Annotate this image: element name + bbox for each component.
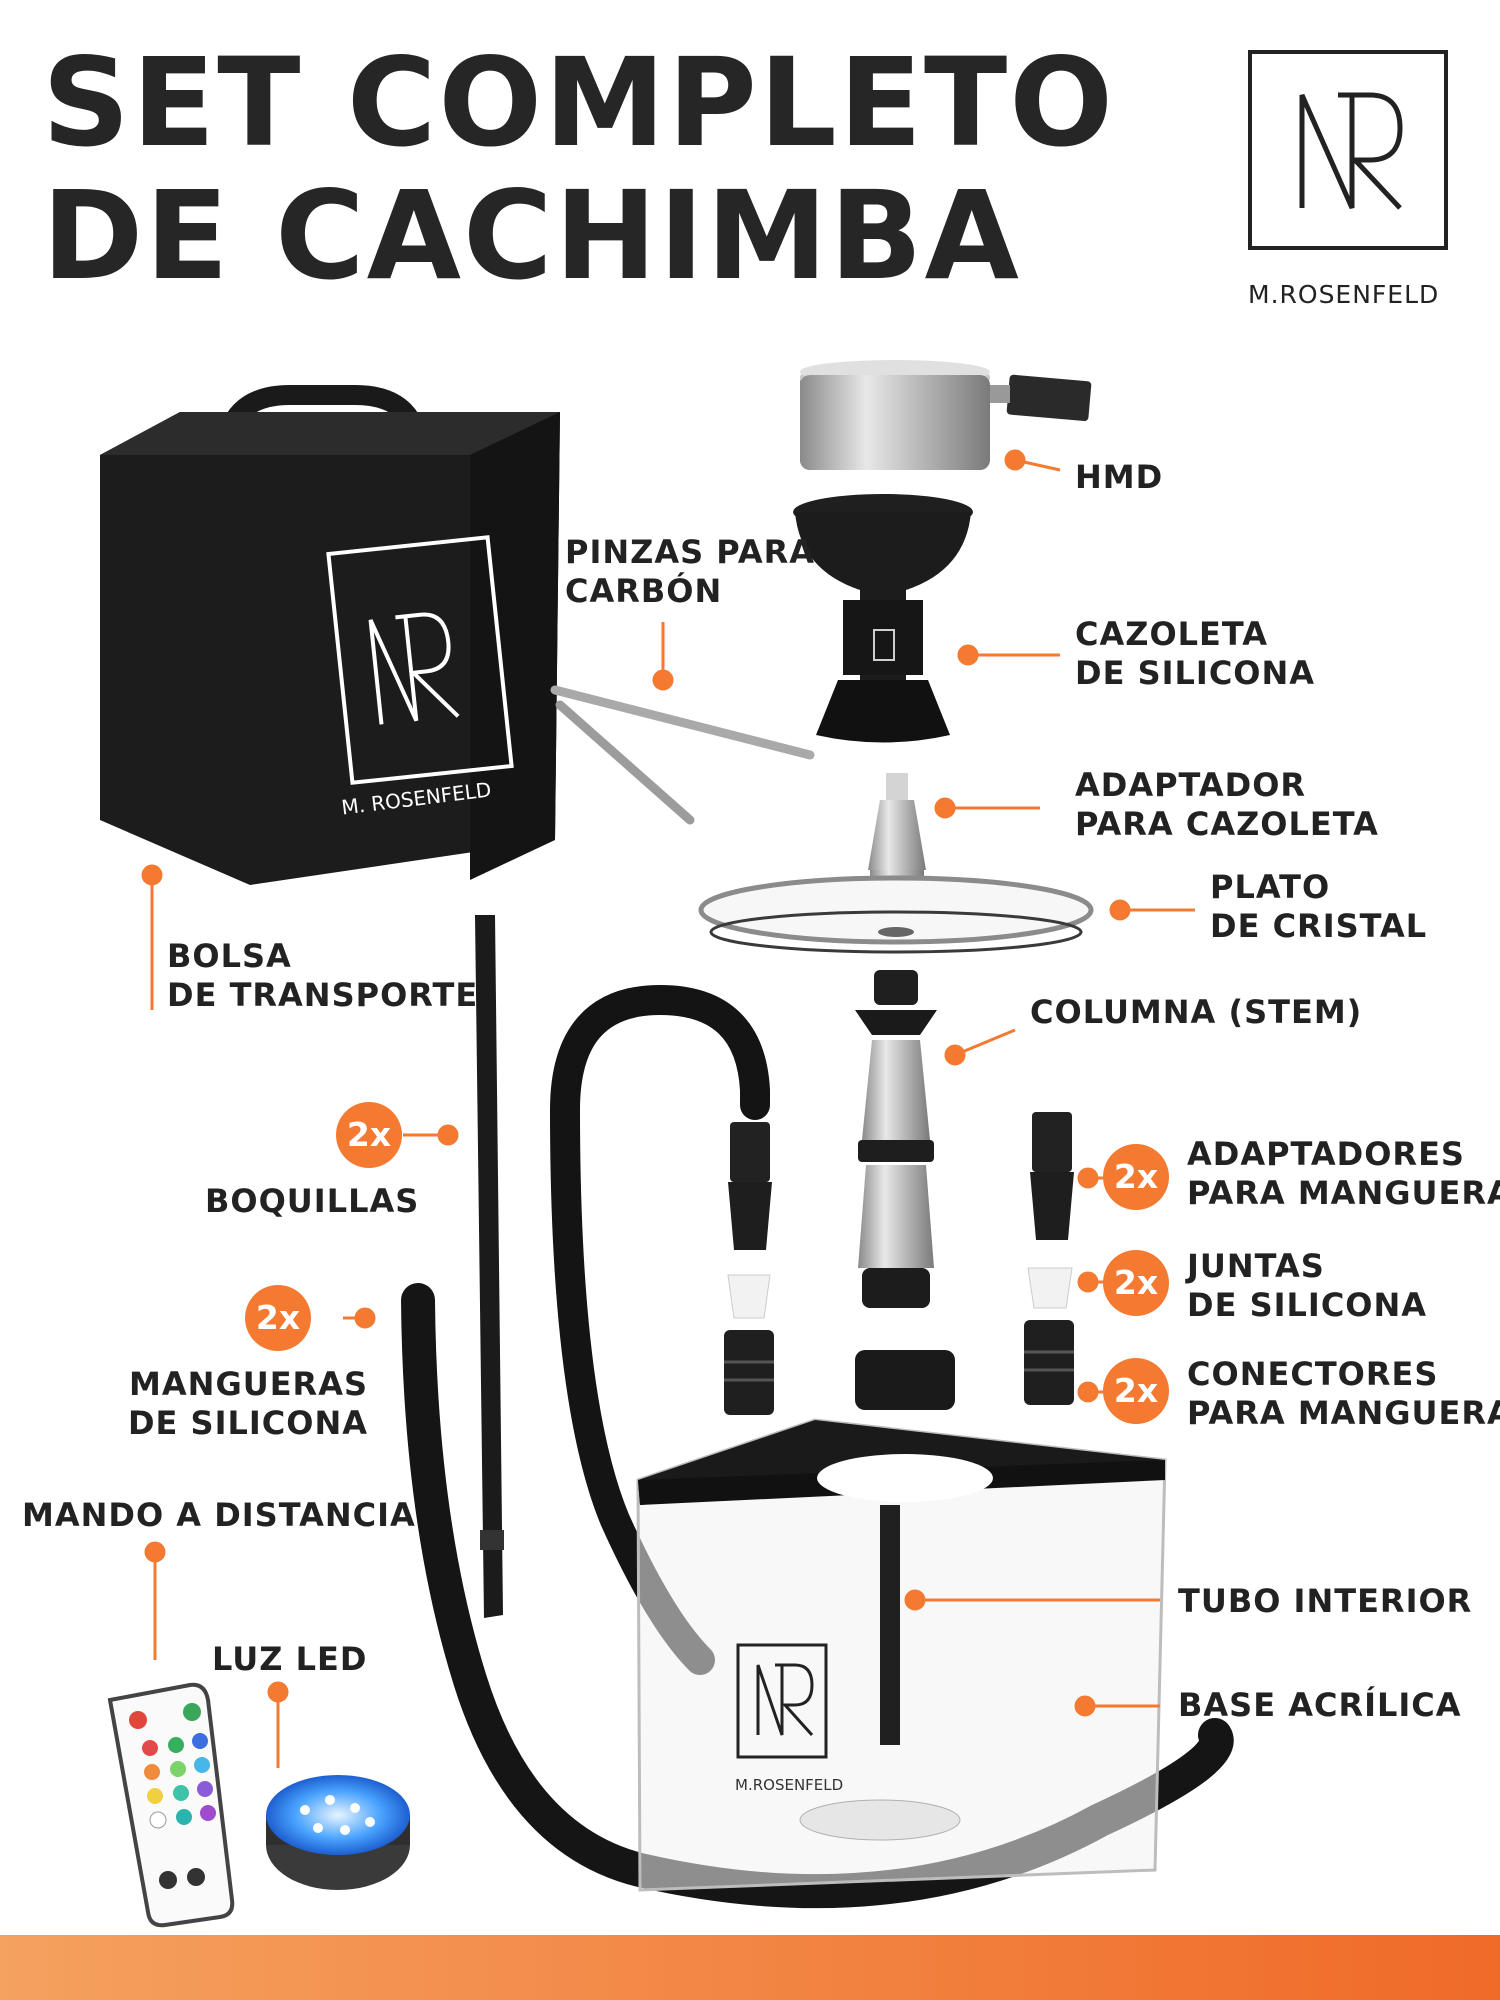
mouthpiece-icon — [475, 915, 504, 1618]
left-hose-parts-icon — [724, 1122, 774, 1415]
badge-hose-adapters: 2x — [1103, 1144, 1169, 1210]
bottom-accent-bar — [0, 1935, 1500, 2000]
hookah-brand-logo-icon — [1299, 92, 1403, 210]
carry-bag-icon: M. ROSENFELD — [100, 385, 560, 885]
label-led: LUZ LED — [212, 1640, 368, 1678]
brand-name: M.ROSENFELD — [1248, 280, 1440, 309]
bowl-icon — [793, 494, 973, 743]
badge-mouthpieces: 2x — [336, 1102, 402, 1168]
label-stem: COLUMNA (STEM) — [1030, 993, 1363, 1031]
right-hose-parts-icon — [1024, 1112, 1074, 1405]
stem-icon — [855, 970, 937, 1308]
led-icon — [266, 1775, 410, 1890]
badge-hoses: 2x — [245, 1285, 311, 1351]
badge-hose-connectors: 2x — [1103, 1358, 1169, 1424]
label-mouthpieces: BOQUILLAS — [205, 1182, 420, 1220]
acrylic-base-icon: M.ROSENFELD — [636, 1350, 1167, 1892]
hmd-icon — [800, 360, 1092, 470]
page-title-line-2: DE CACHIMBA — [42, 165, 1021, 307]
callout-leaders — [141, 449, 1195, 1768]
label-hmd: HMD — [1075, 458, 1164, 496]
badge-gaskets: 2x — [1103, 1250, 1169, 1316]
label-base: BASE ACRÍLICA — [1178, 1686, 1462, 1724]
base-brand-text: M.ROSENFELD — [735, 1776, 843, 1794]
brand-logo-frame — [1248, 50, 1448, 250]
glass-plate-icon — [698, 875, 1094, 954]
label-remote: MANDO A DISTANCIA — [22, 1496, 416, 1534]
label-downstem: TUBO INTERIOR — [1178, 1582, 1473, 1620]
page-title-line-1: SET COMPLETO — [42, 32, 1115, 174]
remote-icon — [107, 1682, 235, 1928]
tongs-icon — [550, 685, 815, 825]
